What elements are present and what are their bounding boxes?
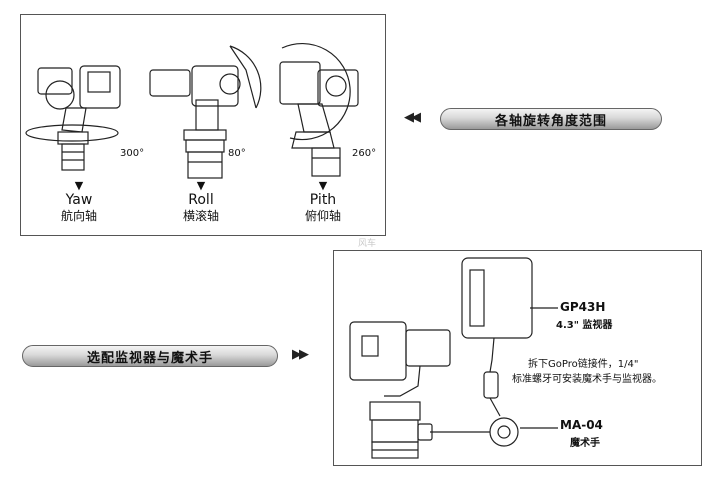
rotation-range-header: 各轴旋转角度范围 [440,108,662,130]
down-arrow-icon: ▼ [318,179,328,192]
pitch-en: Pith [309,192,337,208]
yaw-cn: 航向轴 [60,209,97,223]
watermark: 风车 [358,239,377,249]
magic-arm-model: MA-04 [560,418,603,432]
roll-cn: 横滚轴 [182,209,219,223]
monitor-model: GP43H [560,300,606,314]
roll-degrees: 80° [228,148,246,159]
pitch-axis-label: ▼ Pith 俯仰轴 [288,180,358,224]
pitch-degrees: 260° [352,148,377,159]
down-arrow-icon: ▼ [74,179,84,192]
pitch-gimbal-drawing [279,43,359,177]
yaw-axis-label: ▼ Yaw 航向轴 [44,180,114,224]
down-arrow-icon: ▼ [196,179,206,192]
right-arrows-icon: ▶▶ [292,347,309,362]
yaw-en: Yaw [65,192,93,208]
roll-en: Roll [188,192,214,208]
monitor-desc: 4.3" 监视器 [556,320,613,331]
left-arrows-icon: ◀◀ [404,110,421,125]
pitch-cn: 俯仰轴 [304,209,341,223]
mount-note-line2: 标准螺牙可安装魔术手与监视器。 [512,374,662,385]
assembly-drawing [349,257,533,459]
roll-axis-label: ▼ Roll 横滚轴 [166,180,236,224]
roll-gimbal-drawing [149,45,262,179]
yaw-degrees: 300° [120,148,145,159]
yaw-gimbal-drawing [25,65,121,171]
accessory-header: 选配监视器与魔术手 [22,345,278,367]
magic-arm-desc: 魔术手 [570,438,600,449]
mount-note-line1: 拆下GoPro链接件，1/4" [528,359,639,370]
